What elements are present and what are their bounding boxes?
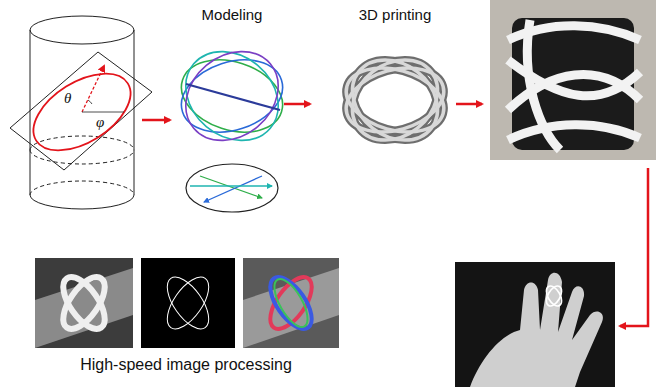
product-photo [490, 0, 656, 160]
step-heading: High-speed image processing [80, 356, 292, 374]
hand-photo [455, 262, 615, 387]
step-heading: Modeling [202, 6, 263, 23]
printed-model [337, 43, 454, 156]
edge-image [141, 258, 235, 348]
camera-frame [35, 258, 133, 348]
cylinder-model [10, 16, 152, 209]
angle-symbol: θ [64, 90, 71, 107]
fitted-image [243, 258, 339, 348]
angle-symbol: φ [96, 114, 104, 131]
step-heading: 3D printing [359, 6, 432, 23]
model-curves [168, 33, 296, 212]
